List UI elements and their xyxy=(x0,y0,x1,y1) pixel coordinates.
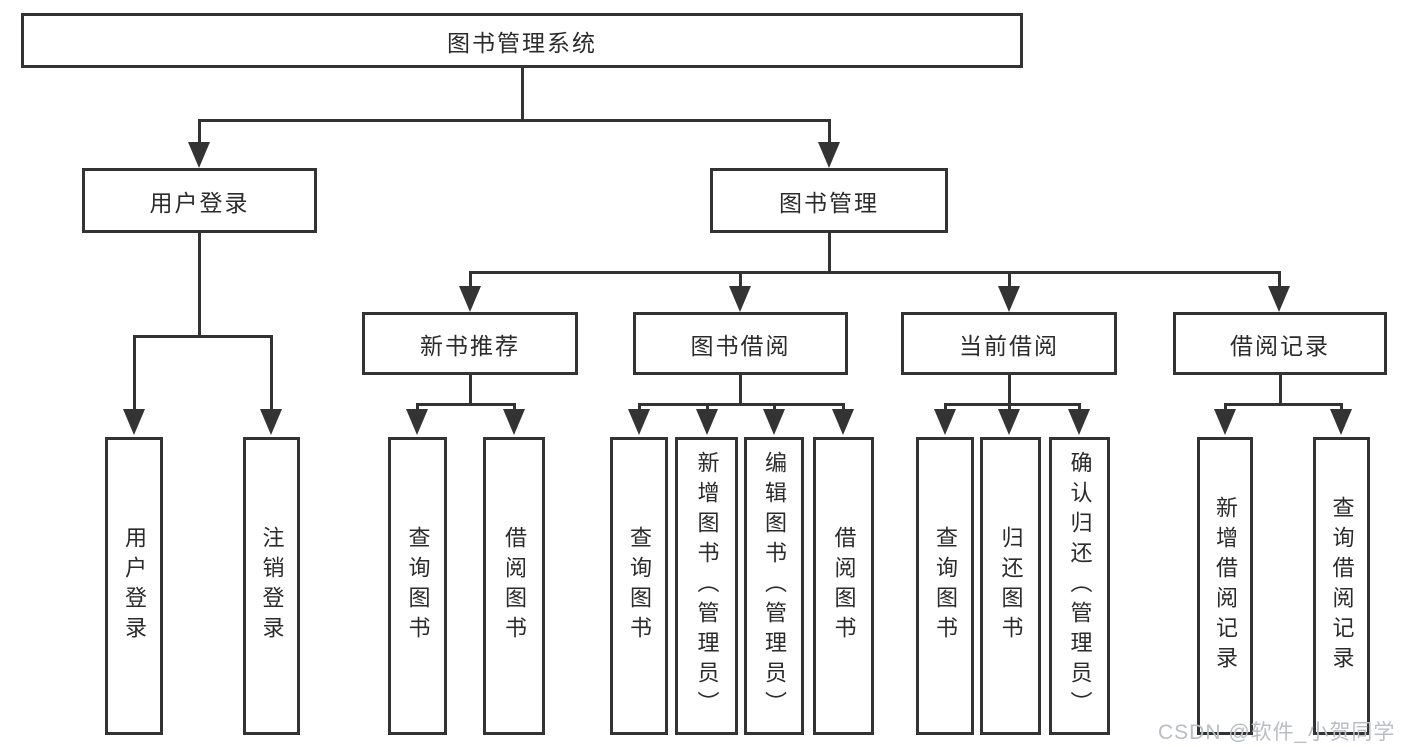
connector-line xyxy=(1224,403,1227,413)
arrowhead-icon xyxy=(628,409,650,435)
node-user-login: 用户登录 xyxy=(82,168,317,233)
connector-line xyxy=(270,335,273,411)
leaf-return-books: 归还图书 xyxy=(980,437,1041,735)
connector-line xyxy=(1008,403,1011,413)
connector-line xyxy=(739,375,742,405)
connector-line xyxy=(828,119,831,146)
node-new-book-recommend: 新书推荐 xyxy=(362,312,578,375)
leaf-user-login: 用户登录 xyxy=(105,437,163,735)
node-current-borrow-label: 当前借阅 xyxy=(959,332,1059,359)
leaf-query-books-recommend: 查询图书 xyxy=(388,437,447,735)
leaf-return-books-label: 归还图书 xyxy=(998,526,1024,646)
connector-line xyxy=(1008,375,1011,405)
leaf-query-books-recommend-label: 查询图书 xyxy=(405,526,431,646)
leaf-add-borrow-record: 新增借阅记录 xyxy=(1197,437,1253,735)
connector-line xyxy=(521,68,524,121)
connector-line xyxy=(945,403,1080,406)
leaf-add-books-admin: 新增图书（管理员） xyxy=(675,437,738,735)
arrowhead-icon xyxy=(260,409,282,435)
node-current-borrow: 当前借阅 xyxy=(901,312,1117,375)
connector-line xyxy=(639,403,844,406)
connector-line xyxy=(1008,271,1011,289)
node-book-management-label: 图书管理 xyxy=(779,189,879,216)
connector-line xyxy=(198,233,201,337)
arrowhead-icon xyxy=(934,409,956,435)
node-book-borrow: 图书借阅 xyxy=(633,312,848,375)
arrowhead-icon xyxy=(123,409,145,435)
node-root: 图书管理系统 xyxy=(21,13,1023,68)
leaf-edit-books-admin: 编辑图书（管理员） xyxy=(744,437,804,735)
connector-line xyxy=(416,403,419,413)
leaf-borrow-books: 借阅图书 xyxy=(813,437,874,735)
connector-line xyxy=(1225,403,1342,406)
leaf-borrow-books-label: 借阅图书 xyxy=(831,526,857,646)
connector-line xyxy=(198,119,201,146)
connector-line xyxy=(944,403,947,413)
arrowhead-icon xyxy=(998,286,1020,312)
leaf-query-borrow-record: 查询借阅记录 xyxy=(1313,437,1370,735)
csdn-watermark: CSDN @软件_小贺同学 xyxy=(1158,721,1396,744)
connector-line xyxy=(133,335,273,338)
arrowhead-icon xyxy=(503,409,525,435)
connector-line xyxy=(1078,403,1081,413)
arrowhead-icon xyxy=(729,286,751,312)
connector-line xyxy=(638,403,641,413)
arrowhead-icon xyxy=(459,286,481,312)
arrowhead-icon xyxy=(188,142,210,168)
arrowhead-icon xyxy=(1214,409,1236,435)
connector-line xyxy=(513,403,516,413)
leaf-query-books-current-label: 查询图书 xyxy=(933,526,958,646)
arrowhead-icon xyxy=(1268,286,1290,312)
leaf-add-borrow-record-label: 新增借阅记录 xyxy=(1213,496,1238,676)
leaf-query-books-current: 查询图书 xyxy=(916,437,974,735)
arrowhead-icon xyxy=(406,409,428,435)
arrowhead-icon xyxy=(832,409,854,435)
arrowhead-icon xyxy=(1068,409,1090,435)
arrowhead-icon xyxy=(818,142,840,168)
leaf-user-login-label: 用户登录 xyxy=(122,526,147,646)
leaf-borrow-books-recommend-label: 借阅图书 xyxy=(502,526,527,646)
node-borrow-records: 借阅记录 xyxy=(1173,312,1387,375)
arrowhead-icon xyxy=(763,409,785,435)
leaf-borrow-books-recommend: 借阅图书 xyxy=(483,437,545,735)
connector-line xyxy=(706,403,709,413)
leaf-confirm-return-admin: 确认归还（管理员） xyxy=(1049,437,1110,735)
connector-line xyxy=(417,403,515,406)
connector-line xyxy=(470,271,1280,274)
node-new-book-recommend-label: 新书推荐 xyxy=(420,332,520,359)
node-borrow-records-label: 借阅记录 xyxy=(1230,332,1330,359)
connector-line xyxy=(133,335,136,411)
node-root-label: 图书管理系统 xyxy=(447,29,597,56)
leaf-add-books-admin-label: 新增图书（管理员） xyxy=(694,451,720,721)
connector-line xyxy=(469,375,472,405)
node-book-management: 图书管理 xyxy=(710,168,948,233)
arrowhead-icon xyxy=(998,409,1020,435)
leaf-confirm-return-admin-label: 确认归还（管理员） xyxy=(1067,451,1093,721)
connector-line xyxy=(469,271,472,289)
connector-line xyxy=(828,233,831,273)
node-book-borrow-label: 图书借阅 xyxy=(690,332,791,359)
node-user-login-label: 用户登录 xyxy=(149,189,250,216)
leaf-edit-books-admin-label: 编辑图书（管理员） xyxy=(762,451,787,721)
leaf-query-books-borrow: 查询图书 xyxy=(610,437,668,735)
arrowhead-icon xyxy=(1330,409,1352,435)
arrowhead-icon xyxy=(696,409,718,435)
connector-line xyxy=(1279,375,1282,405)
connector-line xyxy=(842,403,845,413)
connector-line xyxy=(198,119,831,122)
connector-line xyxy=(773,403,776,413)
leaf-logout-login: 注销登录 xyxy=(243,437,300,735)
connector-line xyxy=(1278,271,1281,289)
connector-line xyxy=(739,271,742,289)
connector-line xyxy=(1340,403,1343,413)
leaf-query-books-borrow-label: 查询图书 xyxy=(627,526,652,646)
leaf-logout-login-label: 注销登录 xyxy=(259,526,285,646)
leaf-query-borrow-record-label: 查询借阅记录 xyxy=(1329,496,1355,676)
